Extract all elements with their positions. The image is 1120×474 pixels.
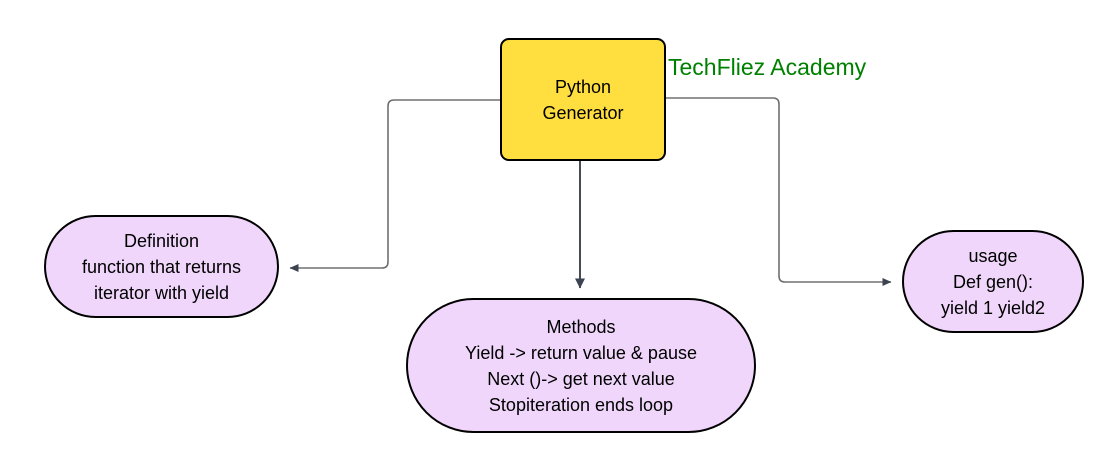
- node-usage[interactable]: usage Def gen(): yield 1 yield2: [902, 230, 1084, 333]
- node-methods[interactable]: Methods Yield -> return value & pause Ne…: [406, 298, 756, 433]
- node-methods-line-3: Next ()-> get next value: [487, 368, 675, 389]
- node-usage-line-1: usage: [968, 245, 1018, 266]
- edge-root-to-definition: [289, 99, 500, 272]
- node-usage-line-3: yield 1 yield2: [940, 297, 1046, 318]
- node-python-generator[interactable]: Python Generator: [500, 38, 666, 161]
- node-root-line-1: Python: [554, 76, 612, 97]
- node-definition[interactable]: Definition function that returns iterato…: [44, 215, 279, 318]
- node-definition-line-2: function that returns: [81, 256, 242, 277]
- brand-watermark: TechFliez Academy: [668, 54, 867, 80]
- node-usage-line-2: Def gen():: [952, 271, 1034, 292]
- node-methods-line-1: Methods: [546, 316, 616, 337]
- node-root-line-2: Generator: [542, 102, 624, 123]
- node-methods-line-4: Stopiteration ends loop: [488, 394, 674, 415]
- node-definition-line-1: Definition: [123, 230, 200, 251]
- edge-root-to-usage: [666, 97, 892, 286]
- node-methods-line-2: Yield -> return value & pause: [465, 342, 697, 363]
- node-definition-line-3: iterator with yield: [93, 282, 230, 303]
